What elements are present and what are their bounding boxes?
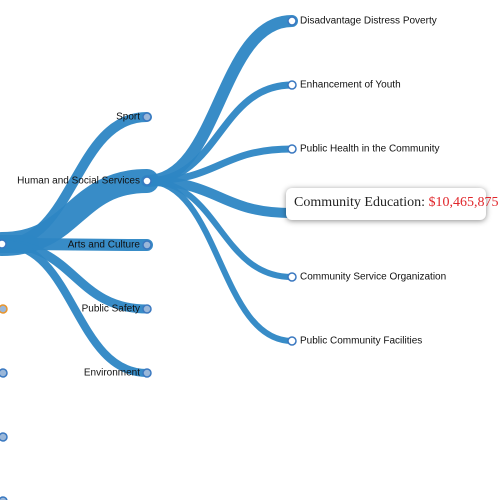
node-environment[interactable] xyxy=(142,368,152,378)
link-human-facilities xyxy=(144,178,295,344)
node-facilities[interactable] xyxy=(287,336,297,346)
node-human[interactable] xyxy=(142,176,152,186)
tooltip: Community Education: $10,465,875 xyxy=(286,188,499,220)
label-health: Public Health in the Community xyxy=(300,144,440,155)
node-safety[interactable] xyxy=(142,304,152,314)
node-youth[interactable] xyxy=(287,80,297,90)
label-arts: Arts and Culture xyxy=(68,240,141,251)
label-facilities: Public Community Facilities xyxy=(300,336,422,347)
label-human: Human and Social Services xyxy=(17,176,140,187)
node-health[interactable] xyxy=(287,144,297,154)
node-sport[interactable] xyxy=(142,112,152,122)
link-root-environment xyxy=(0,240,151,377)
tooltip-label: Community Education: xyxy=(294,195,426,210)
collapsed-node-2[interactable] xyxy=(0,432,8,442)
root-node[interactable] xyxy=(0,239,7,249)
collapsed-node-orange[interactable] xyxy=(0,304,8,314)
label-poverty: Disadvantage Distress Poverty xyxy=(300,16,437,27)
collapsed-node-1[interactable] xyxy=(0,368,8,378)
link-human-poverty xyxy=(141,15,298,187)
node-poverty[interactable] xyxy=(287,16,297,26)
node-arts[interactable] xyxy=(142,240,152,250)
collapsed-node-3[interactable] xyxy=(0,496,8,500)
tooltip-amount: $10,465,875 xyxy=(428,195,499,210)
label-sport: Sport xyxy=(116,112,140,123)
label-service: Community Service Organization xyxy=(300,272,446,283)
label-youth: Enhancement of Youth xyxy=(300,80,401,91)
label-environment: Environment xyxy=(84,368,140,379)
label-safety: Public Safety xyxy=(82,304,140,315)
node-service[interactable] xyxy=(287,272,297,282)
links-layer xyxy=(0,15,298,377)
